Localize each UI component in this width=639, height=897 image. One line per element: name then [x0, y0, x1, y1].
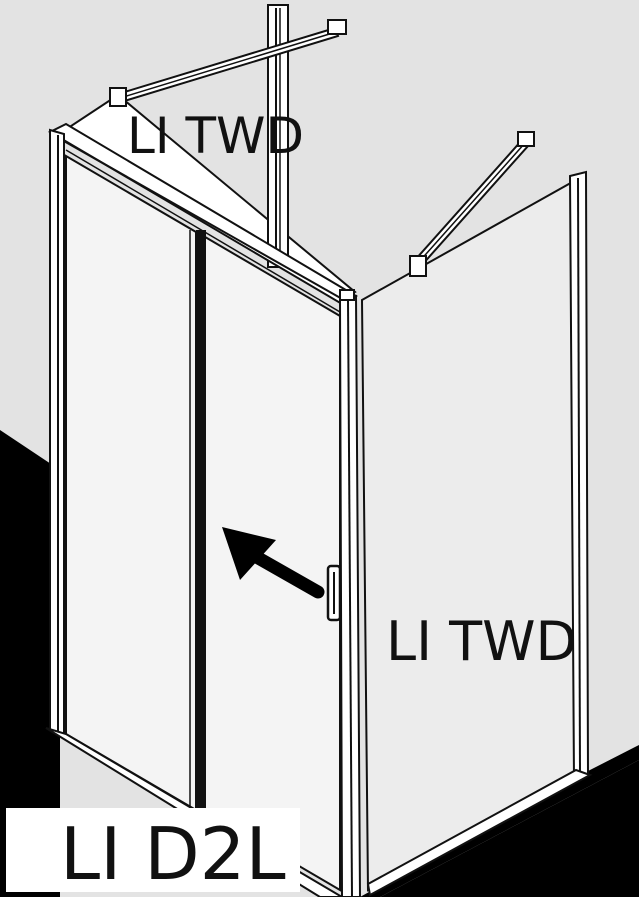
front-right-profile-line — [347, 299, 353, 897]
door-handle-icon — [326, 564, 342, 622]
corner-cap — [339, 289, 355, 301]
side-panel-label: LI TWD — [386, 610, 577, 673]
stabilizer-clamp-back — [109, 87, 127, 107]
stabilizer-bar-back-line — [119, 31, 337, 99]
side-panel-bottom — [366, 768, 593, 897]
stabilizer-wall-mount-side — [517, 131, 535, 147]
front-top-rail-line — [61, 139, 345, 301]
stabilizer-wall-mount-back — [327, 19, 347, 35]
stabilizer-clamp-side — [409, 255, 427, 277]
stabilizer-bar-side-line — [417, 142, 526, 264]
sliding-direction-arrow-icon — [222, 527, 325, 599]
back-panel-label: LI TWD — [127, 107, 304, 165]
floor-left — [0, 430, 60, 897]
model-label: LI D2L — [60, 812, 286, 896]
side-panel-glass — [360, 178, 577, 892]
sliding-door-edge-profile — [196, 230, 206, 810]
side-panel-profile-line — [577, 177, 581, 777]
model-label-box — [6, 808, 300, 892]
front-fixed-glass — [65, 154, 197, 812]
